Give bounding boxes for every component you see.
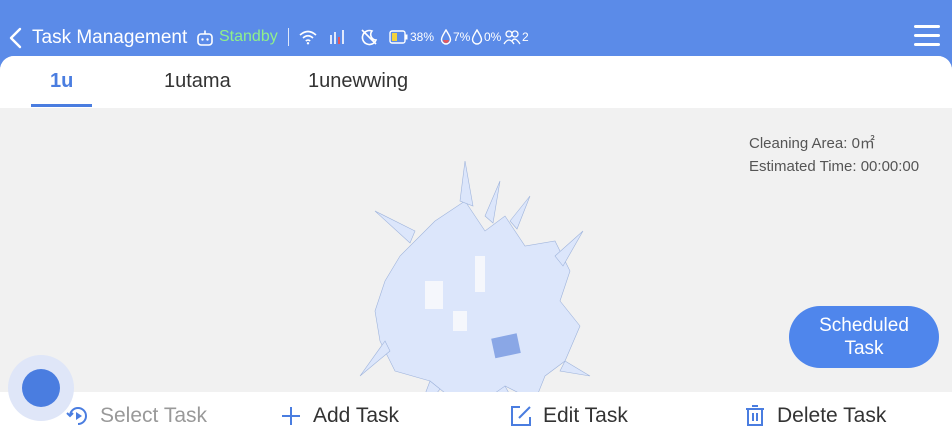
cleaning-area-label: Cleaning Area: — [749, 135, 848, 152]
people-icon — [503, 30, 521, 45]
wifi-icon — [299, 30, 317, 45]
floating-action-button[interactable] — [8, 355, 74, 421]
estimated-time-value: 00:00:00 — [860, 158, 920, 175]
signal-icon — [330, 30, 344, 44]
water-drop-outline-icon — [471, 29, 483, 45]
edit-icon — [511, 406, 531, 426]
scheduled-task-line2: Task — [844, 338, 884, 359]
tab-1unewwing[interactable]: 1unewwing — [308, 70, 409, 92]
select-task-icon — [66, 407, 87, 425]
delete-task-button[interactable]: Delete Task — [743, 404, 886, 428]
estimated-time-label: Estimated Time: — [749, 158, 857, 175]
battery-indicator: 38% — [389, 29, 434, 45]
select-task-label: Select Task — [100, 404, 207, 427]
robot-icon — [197, 30, 213, 46]
cleaning-area-value: 0㎡ — [851, 135, 875, 152]
robot-status: Standby — [219, 28, 278, 45]
tab-1u[interactable]: 1u — [50, 70, 74, 92]
tab-1utama[interactable]: 1utama — [164, 70, 231, 92]
map-tabs: 1u 1utama 1unewwing — [0, 56, 952, 108]
floating-action-dot — [22, 369, 60, 407]
header-divider — [288, 28, 289, 46]
people-indicator: 2 — [503, 29, 529, 45]
water-level-2-value: 0% — [484, 30, 502, 44]
cleaning-info: Cleaning Area: 0㎡ Estimated Time: 00:00:… — [749, 132, 919, 178]
plus-icon — [282, 407, 300, 425]
task-action-bar: Select Task Add Task Edit Task — [0, 392, 952, 439]
add-task-label: Add Task — [313, 404, 399, 427]
battery-value: 38% — [410, 30, 435, 44]
active-tab-indicator — [31, 104, 92, 107]
main-panel: 1u 1utama 1unewwing Cleaning Area: 0㎡ — [0, 56, 952, 439]
back-arrow-icon[interactable] — [6, 26, 26, 50]
water-level-1-value: 7% — [453, 30, 471, 44]
edit-task-label: Edit Task — [543, 404, 628, 427]
edit-task-button[interactable]: Edit Task — [509, 404, 628, 428]
trash-icon — [746, 405, 764, 426]
scheduled-task-line1: Scheduled — [819, 315, 909, 336]
water-level-2: 0% — [471, 29, 501, 45]
estimated-time-row: Estimated Time: 00:00:00 — [749, 155, 919, 178]
delete-task-label: Delete Task — [777, 404, 887, 427]
scheduled-task-button[interactable]: Scheduled Task — [789, 306, 939, 368]
cleaning-area-row: Cleaning Area: 0㎡ — [749, 132, 919, 155]
cleaning-map[interactable] — [355, 161, 595, 439]
battery-icon — [389, 30, 408, 44]
top-bar: Task Management Standby 38% — [0, 0, 952, 62]
select-task-button[interactable]: Select Task — [66, 404, 207, 428]
page-title: Task Management — [32, 27, 188, 48]
moon-mode-icon — [361, 29, 378, 46]
add-task-button[interactable]: Add Task — [279, 404, 399, 428]
people-count: 2 — [522, 30, 529, 44]
water-drop-icon — [440, 29, 452, 45]
water-level-1: 7% — [440, 29, 470, 45]
hamburger-menu-icon[interactable] — [914, 25, 940, 47]
